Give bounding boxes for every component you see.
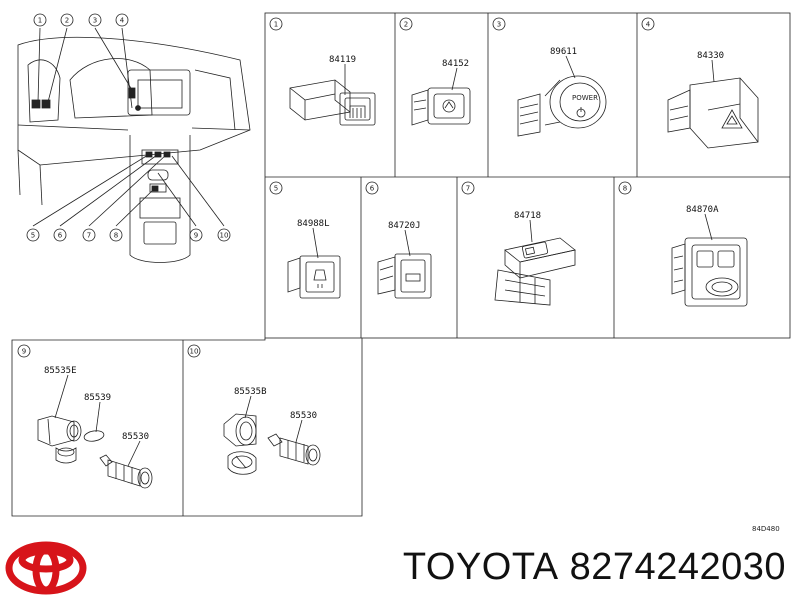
cell-labels: 184119284152389611484330584988L684720J78… xyxy=(17,17,724,442)
cell-number-1-circle xyxy=(269,17,283,31)
part-84152-drawing xyxy=(411,87,471,126)
part-84718-drawing xyxy=(494,237,576,306)
part-label-84720J-cell-6: 84720J xyxy=(388,221,421,231)
part-85539-drawing xyxy=(83,430,105,442)
overview-callout-2-circle xyxy=(60,13,74,27)
parts-diagram: POWER xyxy=(11,12,791,533)
diagram-reference-code: 84D480 xyxy=(752,525,780,533)
cell-number-9-label: 9 xyxy=(22,348,26,356)
overview-callout-1-circle xyxy=(33,13,47,27)
part-85530-cell10-drawing xyxy=(267,433,321,466)
part-84119-drawing xyxy=(289,79,376,126)
overview-callout-10-circle xyxy=(217,228,231,242)
overview-callout-7-label: 7 xyxy=(87,232,91,240)
brand-caption: TOYOTA 8274242030 xyxy=(403,546,786,589)
overview-callout-8-label: 8 xyxy=(114,232,118,240)
cell-number-3-circle xyxy=(492,17,506,31)
part-85535E-drawing xyxy=(37,415,82,464)
part-label-84119-cell-1: 84119 xyxy=(329,55,356,65)
overview-callout-2-label: 2 xyxy=(65,17,69,25)
cell-number-8-circle xyxy=(618,181,632,195)
part-84720J-drawing xyxy=(377,253,432,299)
cell-number-10-label: 10 xyxy=(190,348,199,356)
cell-number-10-circle xyxy=(187,344,201,358)
part-label-85539-cell-9: 85539 xyxy=(84,393,111,403)
part-label-89611-cell-3: 89611 xyxy=(550,47,577,57)
cell-number-1-label: 1 xyxy=(274,21,278,29)
cell-number-9-circle xyxy=(17,344,31,358)
part-label-84718-cell-7: 84718 xyxy=(514,211,541,221)
part-label-84330-cell-4: 84330 xyxy=(697,51,724,61)
part-84330-drawing xyxy=(667,77,759,149)
cell-number-7-label: 7 xyxy=(466,185,470,193)
part-label-85530-cell-9: 85530 xyxy=(122,432,149,442)
cell-number-6-label: 6 xyxy=(370,185,375,193)
part-85530-cell9-drawing xyxy=(99,454,153,489)
cell-number-8-label: 8 xyxy=(623,185,627,193)
overview-callout-4-circle xyxy=(115,13,129,27)
overview-callout-6-label: 6 xyxy=(58,232,63,240)
overview-callout-3-circle xyxy=(88,13,102,27)
parts-grid xyxy=(11,12,791,517)
brand-row: TOYOTA 8274242030 xyxy=(0,538,800,600)
part-label-85535B-cell-10: 85535B xyxy=(234,387,267,397)
cell-number-2-label: 2 xyxy=(404,21,408,29)
cell-number-7-circle xyxy=(461,181,475,195)
brand-name: TOYOTA xyxy=(402,546,559,588)
svg-text:POWER: POWER xyxy=(572,94,598,102)
part-label-85535E-cell-9: 85535E xyxy=(44,366,77,376)
cell-number-2-circle xyxy=(399,17,413,31)
dashboard-overview xyxy=(17,36,251,263)
part-89611-drawing: POWER xyxy=(517,75,607,137)
overview-callout-7-circle xyxy=(82,228,96,242)
overview-callouts: 1 2 3 4 5 6 7 8 9 10 xyxy=(26,13,231,242)
part-84988L-drawing xyxy=(287,255,341,299)
overview-callout-5-circle xyxy=(26,228,40,242)
overview-callout-8-circle xyxy=(109,228,123,242)
overview-callout-5-label: 5 xyxy=(31,232,35,240)
overview-callout-3-label: 3 xyxy=(93,17,97,25)
cell-number-6-circle xyxy=(365,181,379,195)
cell-number-5-circle xyxy=(269,181,283,195)
overview-callout-1-label: 1 xyxy=(38,17,42,25)
part-85535B-drawing xyxy=(223,413,257,475)
part-label-leaders xyxy=(54,55,715,467)
overview-callout-4-label: 4 xyxy=(120,17,125,25)
cell-number-3-label: 3 xyxy=(497,21,501,29)
overview-callout-9-circle xyxy=(189,228,203,242)
part-label-84870A-cell-8: 84870A xyxy=(686,205,719,215)
part-label-84152-cell-2: 84152 xyxy=(442,59,469,69)
overview-callout-6-circle xyxy=(53,228,67,242)
part-number: 8274242030 xyxy=(569,546,786,588)
part-84870A-drawing xyxy=(671,237,748,307)
cell-number-5-label: 5 xyxy=(274,185,278,193)
toyota-logo-icon xyxy=(5,541,87,595)
cell-number-4-circle xyxy=(641,17,655,31)
cell-number-4-label: 4 xyxy=(646,21,651,29)
part-label-84988L-cell-5: 84988L xyxy=(297,219,330,229)
overview-callout-10-label: 10 xyxy=(220,232,229,240)
part-label-85530-cell-10: 85530 xyxy=(290,411,317,421)
overview-leaders xyxy=(32,27,225,227)
overview-callout-9-label: 9 xyxy=(194,232,198,240)
